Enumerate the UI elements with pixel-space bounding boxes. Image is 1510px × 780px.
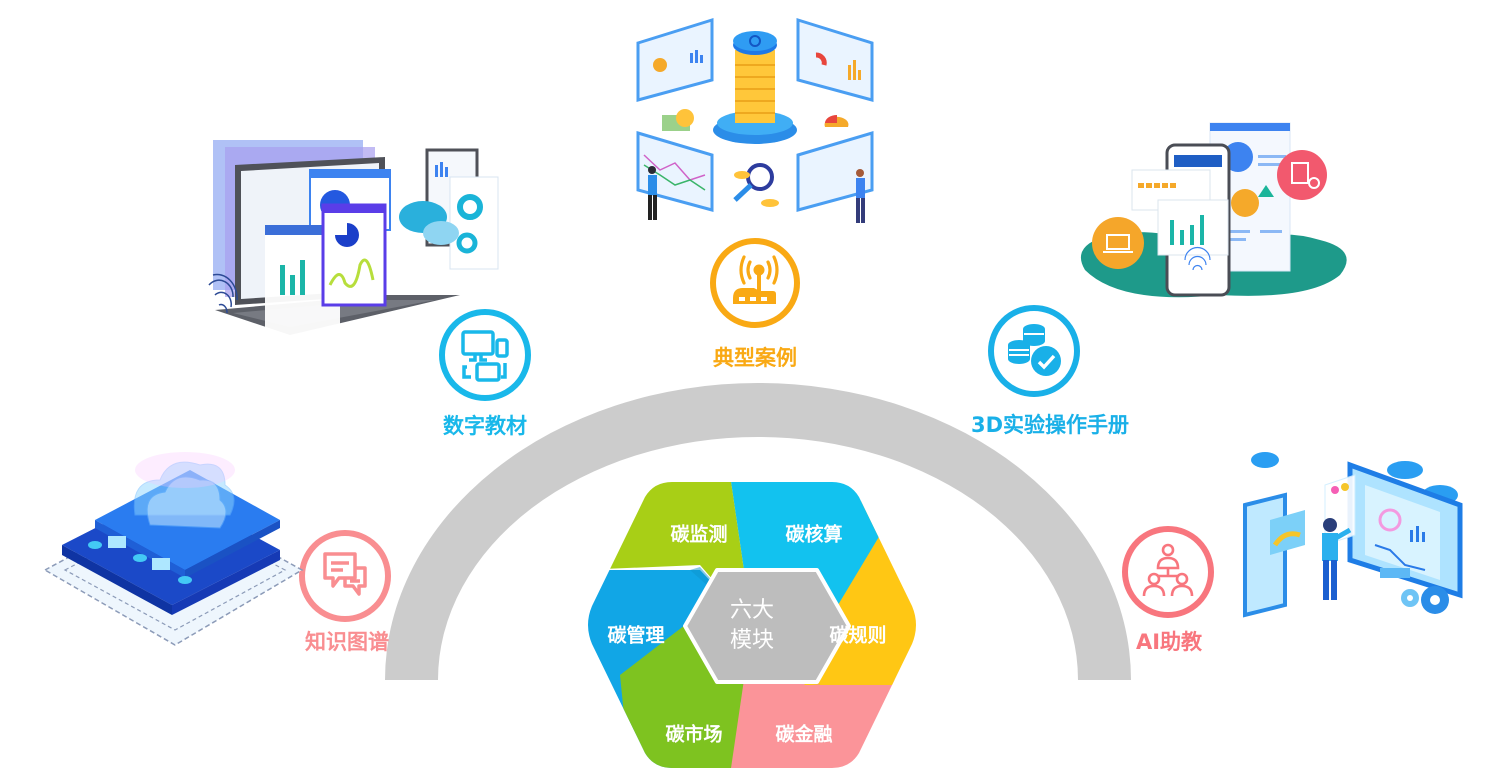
center-label-line1: 六大 — [729, 598, 775, 623]
digital-textbook-illustration — [208, 140, 499, 335]
typical-case-label[interactable]: 典型案例 — [713, 346, 797, 370]
center-hexagon — [683, 568, 851, 684]
module-label-accounting: 碳核算 — [785, 523, 843, 546]
knowledge-graph-label[interactable]: 知识图谱 — [305, 630, 389, 654]
center-label: 六大 模块 — [730, 596, 774, 656]
center-label-line2: 模块 — [729, 628, 775, 653]
module-label-rules: 碳规则 — [829, 624, 887, 647]
digital-textbook-ring[interactable] — [439, 309, 531, 401]
ai-assistant-ring[interactable] — [1122, 526, 1214, 618]
org-chart-icon — [1142, 543, 1194, 597]
ai-assistant-illustration — [1243, 452, 1463, 618]
lab-manual-label[interactable]: 3D实验操作手册 — [970, 413, 1130, 437]
coins-check-icon — [1008, 324, 1061, 376]
knowledge-graph-illustration — [43, 452, 304, 646]
router-signal-icon — [733, 255, 779, 304]
lab-manual-illustration — [1080, 122, 1347, 298]
typical-case-ring[interactable] — [710, 238, 800, 328]
module-label-finance: 碳金融 — [775, 723, 833, 746]
knowledge-graph-ring[interactable] — [299, 530, 391, 622]
ai-assistant-label[interactable]: AI助教 — [1135, 630, 1203, 654]
digital-textbook-label[interactable]: 数字教材 — [443, 414, 527, 438]
module-label-market: 碳市场 — [665, 723, 723, 746]
module-hexagon — [588, 482, 916, 768]
lab-manual-ring[interactable] — [988, 305, 1080, 397]
module-label-monitoring: 碳监测 — [670, 523, 728, 546]
devices-icon — [461, 330, 509, 382]
chat-bubbles-icon — [323, 552, 367, 596]
typical-case-illustration — [636, 17, 874, 223]
module-label-management: 碳管理 — [607, 624, 665, 647]
